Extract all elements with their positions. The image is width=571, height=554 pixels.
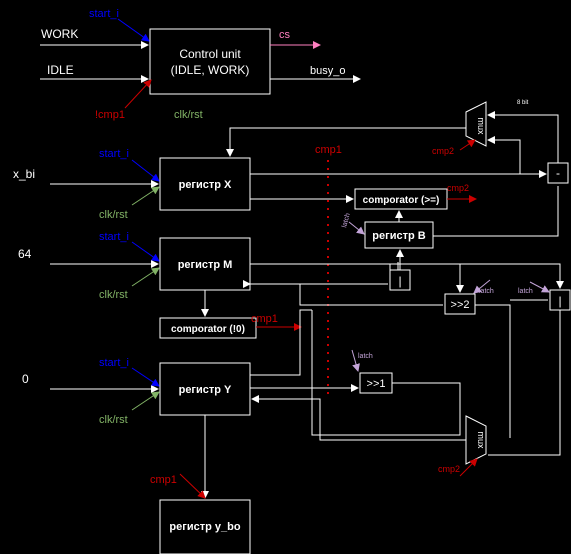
mux-bottom-label: mux	[476, 431, 486, 449]
mux-bits-label: 8 bit	[517, 100, 529, 106]
latch-label-shift1: latch	[358, 353, 373, 360]
b-to-sub-wire	[433, 186, 559, 237]
shift2-label: >>2	[451, 299, 470, 311]
cmp2-label-mux-top: cmp2	[432, 146, 454, 156]
cmp2-label-comp: cmp2	[447, 183, 469, 193]
start-wire-m	[131, 241, 160, 262]
cmp1-divider-label: cmp1	[315, 144, 342, 156]
not-cmp1-label: !cmp1	[95, 109, 125, 121]
clk-label-x: clk/rst	[99, 209, 128, 221]
start-label-cu: start_i	[89, 8, 119, 20]
latch-wire-or2	[529, 281, 550, 293]
start-label-m: start_i	[99, 231, 129, 243]
latch-label-shift2: latch	[479, 288, 494, 295]
shift2-to-mux-wire	[475, 304, 511, 438]
or2-to-mux-wire	[488, 310, 561, 456]
latch-wire-shift2	[473, 279, 491, 294]
y-upper-wire	[250, 309, 312, 376]
shift1-label: >>1	[367, 378, 386, 390]
shift2-block	[444, 293, 476, 315]
subtractor-block	[547, 162, 569, 184]
output-busy-label: busy_o	[310, 65, 345, 77]
or-gate2-label: |	[558, 294, 561, 308]
start-label-y: start_i	[99, 357, 129, 369]
shift1-bus-wire	[311, 310, 461, 436]
register-x-label: регистр X	[179, 179, 232, 191]
or-bus-wire	[299, 283, 388, 306]
mux-to-y-wire	[251, 395, 466, 441]
register-x-block	[159, 157, 251, 211]
sub-to-mux-wire	[487, 111, 559, 163]
control-unit-title: Control unit	[179, 47, 241, 61]
clk-label-m: clk/rst	[99, 289, 128, 301]
register-m-label: регистр M	[178, 259, 233, 271]
comparator-ge-label: comporator (>=)	[363, 195, 440, 206]
comparator-nz-label: comporator (!0)	[171, 324, 245, 335]
m-to-or2-wire	[460, 263, 564, 289]
cmp1-label-ybo: cmp1	[150, 474, 177, 486]
clk-wire-x	[131, 186, 160, 206]
cmp2-wire-mux-top	[459, 139, 476, 151]
clk-label-y: clk/rst	[99, 414, 128, 426]
register-b-label: регистр B	[372, 230, 425, 242]
latch-wire-b	[348, 221, 365, 235]
comparator-nz-block	[159, 317, 257, 339]
cmp2-wire-mux-bottom	[459, 458, 478, 477]
cmp2-label-mux-bottom: cmp2	[438, 464, 460, 474]
start-wire-cu	[117, 18, 150, 42]
or-gate-label: |	[398, 274, 401, 288]
start-wire-x	[131, 159, 160, 182]
cmp1-label-comp: cmp1	[251, 313, 278, 325]
clk-wire-m	[131, 267, 160, 287]
input-work-label: WORK	[41, 27, 78, 41]
register-ybo-block	[159, 499, 251, 554]
input-idle-label: IDLE	[47, 63, 74, 77]
start-wire-y	[131, 367, 160, 387]
mux-bottom-block	[465, 415, 487, 465]
latch-wire-shift1	[351, 349, 360, 372]
output-cs-label: cs	[279, 29, 291, 41]
clk-wire-y	[131, 391, 160, 411]
latch-label-or2: latch	[518, 288, 533, 295]
input-xbi-label: x_bi	[13, 167, 35, 181]
clk-label-cu: clk/rst	[174, 109, 203, 121]
m-to-or-wire	[250, 263, 391, 270]
input-64-label: 64	[18, 247, 32, 261]
control-unit-subtitle: (IDLE, WORK)	[171, 63, 250, 77]
control-unit-block	[149, 28, 271, 95]
m-to-shift2-wire	[250, 263, 464, 293]
latch-label-b: latch	[341, 212, 352, 228]
x-to-mux-wire	[250, 136, 521, 175]
mux-to-x-wire	[226, 127, 466, 157]
subtractor-label: -	[556, 166, 560, 180]
mux-top-label: mux	[476, 117, 486, 135]
register-ybo-label: регистр y_bo	[169, 521, 240, 533]
start-label-x: start_i	[99, 148, 129, 160]
input-0-label: 0	[22, 372, 29, 386]
cmp1-ybo-wire	[179, 473, 206, 499]
not-cmp1-wire	[124, 79, 152, 109]
register-y-label: регистр Y	[179, 384, 232, 396]
